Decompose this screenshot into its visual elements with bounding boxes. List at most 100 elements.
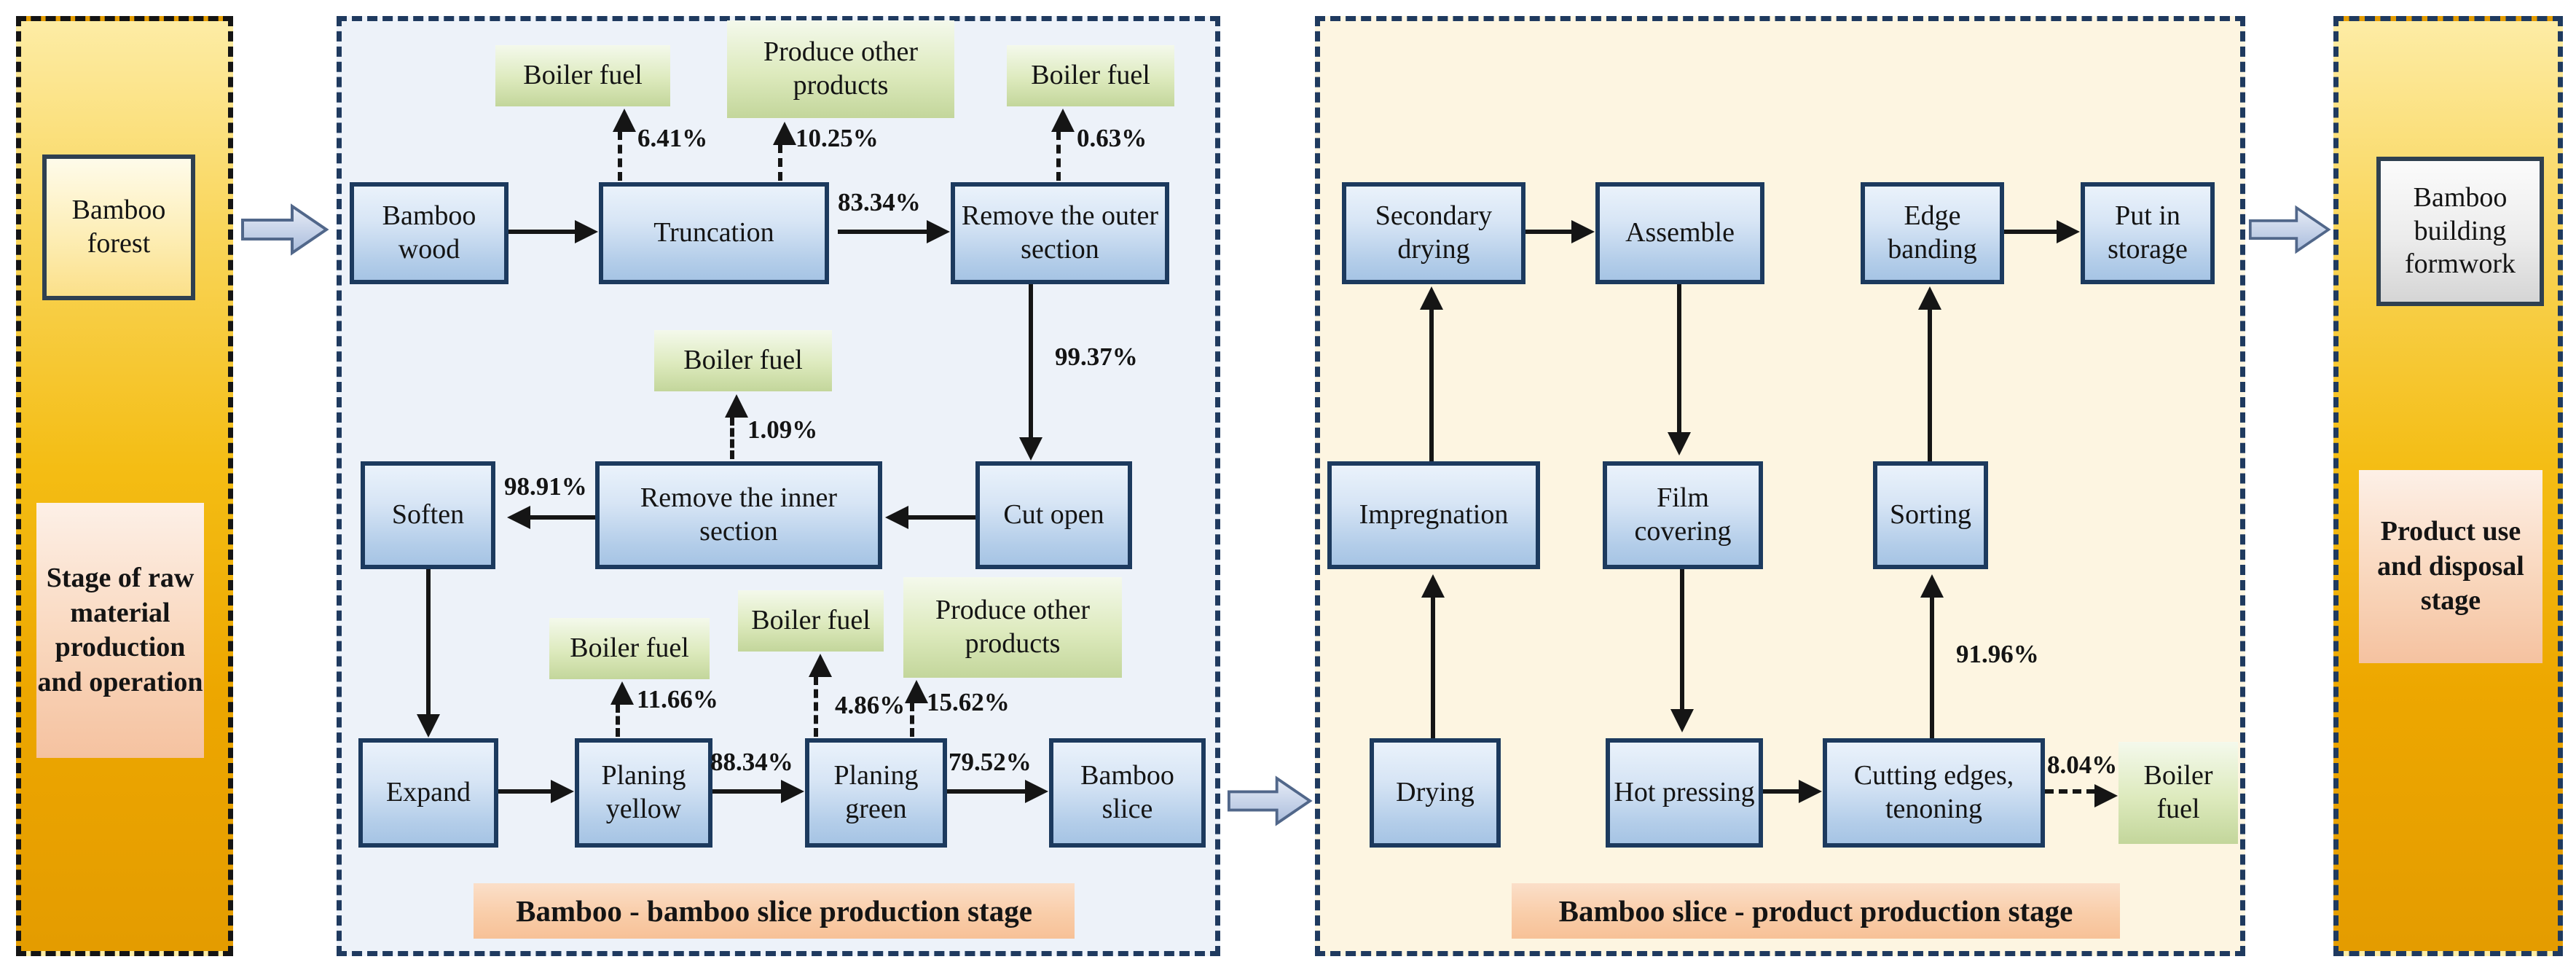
stage-transition-arrow-icon (241, 203, 329, 256)
arrow-remove-inner-to-soften (530, 515, 595, 520)
blue-panel-caption: Bamboo - bamboo slice production stage (474, 883, 1075, 939)
product-use-stage-text: Product use and disposal stage (2377, 516, 2524, 617)
arrow-expand-to-planing-yellow (498, 789, 551, 794)
film-covering-box: Film covering (1603, 461, 1763, 569)
edge-banding-box: Edge banding (1861, 182, 2004, 284)
planing-green-label: Planing green (833, 760, 919, 824)
boiler-fuel-box-3: Boiler fuel (654, 330, 832, 391)
arrow-drying-to-impregnation (1431, 597, 1435, 738)
produce-other-label: Produce other products (935, 595, 1091, 659)
boiler-fuel-box-5: Boiler fuel (738, 590, 884, 652)
put-in-storage-label: Put in storage (2108, 200, 2188, 265)
expand-box: Expand (358, 738, 498, 848)
bamboo-wood-box: Bamboo wood (350, 182, 508, 284)
sorting-box: Sorting (1873, 461, 1988, 569)
arrow-cut-open-to-remove-inner (908, 515, 975, 520)
boiler-fuel-box-2: Boiler fuel (1007, 45, 1174, 106)
remove-outer-section-box: Remove the outer section (951, 182, 1169, 284)
soften-box: Soften (361, 461, 495, 569)
arrow-edge-banding-to-put-in-storage (2004, 230, 2057, 234)
boiler-fuel-box-6: Boiler fuel (2118, 742, 2238, 844)
arrow-cutting-edges-to-sorting (1930, 597, 1934, 738)
raw-material-stage-label: Stage of raw material production and ope… (36, 503, 204, 758)
flow-pct-to-bamboo-slice: 79.52% (949, 748, 1032, 776)
stage-transition-arrow-icon (2248, 205, 2331, 254)
arrow-remove-outer-to-cut-open (1029, 284, 1033, 438)
flow-pct-remove-inner-boiler: 1.09% (747, 415, 818, 444)
produce-other-products-box-2: Produce other products (903, 577, 1122, 678)
boiler-fuel-label: Boiler fuel (523, 60, 643, 91)
cutting-edges-label: Cutting edges, tenoning (1853, 760, 2014, 824)
arrow-planing-yellow-to-boiler-fuel (616, 704, 620, 737)
arrow-hot-pressing-to-cutting-edges (1763, 789, 1799, 794)
arrow-planing-green-to-produce-other (910, 703, 914, 737)
bamboo-forest-label: Bamboo forest (71, 195, 166, 259)
remove-inner-section-box: Remove the inner section (595, 461, 882, 569)
hot-pressing-label: Hot pressing (1614, 777, 1755, 808)
boiler-fuel-label: Boiler fuel (683, 345, 803, 376)
planing-green-box: Planing green (805, 738, 947, 848)
impregnation-box: Impregnation (1327, 461, 1540, 569)
flow-pct-to-planing-green: 88.34% (710, 748, 793, 776)
bamboo-wood-label: Bamboo wood (382, 200, 476, 265)
blue-panel-caption-text: Bamboo - bamboo slice production stage (516, 894, 1032, 928)
bamboo-building-formwork-box: Bamboo building formwork (2376, 157, 2544, 306)
cut-open-box: Cut open (975, 461, 1132, 569)
truncation-label: Truncation (653, 217, 774, 249)
expand-label: Expand (385, 777, 471, 808)
boiler-fuel-label: Boiler fuel (570, 633, 689, 664)
cream-panel-caption: Bamboo slice - product production stage (1512, 883, 2120, 939)
edge-banding-label: Edge banding (1888, 200, 1977, 265)
arrow-truncation-to-remove-outer (838, 230, 927, 234)
boiler-fuel-box-4: Boiler fuel (549, 618, 710, 679)
flow-pct-to-remove-outer: 83.34% (838, 188, 921, 216)
bamboo-building-formwork-label: Bamboo building formwork (2405, 182, 2516, 280)
flow-pct-planing-yellow-boiler: 11.66% (637, 685, 718, 713)
planing-yellow-box: Planing yellow (575, 738, 712, 848)
product-use-stage-label: Product use and disposal stage (2359, 470, 2542, 663)
arrow-planing-green-to-boiler-fuel (814, 676, 818, 737)
flow-pct-to-soften: 98.91% (504, 472, 587, 501)
secondary-drying-box: Secondary drying (1342, 182, 1525, 284)
stage-transition-arrow-icon (1227, 775, 1313, 826)
flow-pct-planing-green-other: 15.62% (927, 688, 1010, 716)
planing-yellow-label: Planing yellow (601, 760, 686, 824)
raw-material-stage-text: Stage of raw material production and ope… (37, 563, 203, 697)
flow-pct-to-sorting: 91.96% (1956, 640, 2039, 668)
impregnation-label: Impregnation (1359, 499, 1509, 531)
arrow-secondary-drying-to-assemble (1525, 230, 1572, 234)
arrow-film-covering-to-hot-pressing (1680, 569, 1684, 710)
remove-outer-label: Remove the outer section (961, 200, 1159, 265)
arrow-remove-outer-to-boiler-fuel (1056, 131, 1061, 181)
flow-pct-truncation-other: 10.25% (796, 124, 879, 152)
soften-label: Soften (391, 499, 465, 531)
flow-pct-planing-green-boiler: 4.86% (835, 691, 906, 719)
arrow-cutting-edges-to-boiler-fuel (2045, 789, 2095, 794)
cream-panel-caption-text: Bamboo slice - product production stage (1558, 894, 2073, 928)
put-in-storage-box: Put in storage (2081, 182, 2215, 284)
arrow-planing-green-to-bamboo-slice (947, 789, 1026, 794)
flow-pct-cutting-boiler: 8.04% (2047, 751, 2118, 779)
produce-other-label: Produce other products (763, 36, 919, 101)
flow-pct-truncation-boiler: 6.41% (637, 124, 708, 152)
arrow-soften-to-expand (426, 569, 431, 715)
remove-inner-label: Remove the inner section (640, 482, 838, 547)
arrow-truncation-to-produce-other (778, 144, 782, 181)
bamboo-forest-box: Bamboo forest (42, 154, 195, 300)
arrow-planing-yellow-to-planing-green (712, 789, 782, 794)
boiler-fuel-label: Boiler fuel (1031, 60, 1150, 91)
boiler-fuel-label: Boiler fuel (2143, 760, 2213, 824)
arrow-remove-inner-to-boiler-fuel (730, 417, 734, 459)
boiler-fuel-box-1: Boiler fuel (495, 45, 670, 106)
arrow-truncation-to-boiler-fuel (618, 131, 622, 181)
arrow-assemble-to-film-covering (1677, 284, 1681, 433)
flow-pct-to-cut-open: 99.37% (1055, 343, 1138, 371)
assemble-label: Assemble (1625, 217, 1735, 249)
secondary-drying-label: Secondary drying (1375, 200, 1493, 265)
drying-box: Drying (1370, 738, 1501, 848)
bamboo-slice-box: Bamboo slice (1049, 738, 1206, 848)
bamboo-slice-label: Bamboo slice (1080, 760, 1174, 824)
arrow-bamboo-wood-to-truncation (508, 230, 576, 234)
drying-label: Drying (1396, 777, 1474, 808)
